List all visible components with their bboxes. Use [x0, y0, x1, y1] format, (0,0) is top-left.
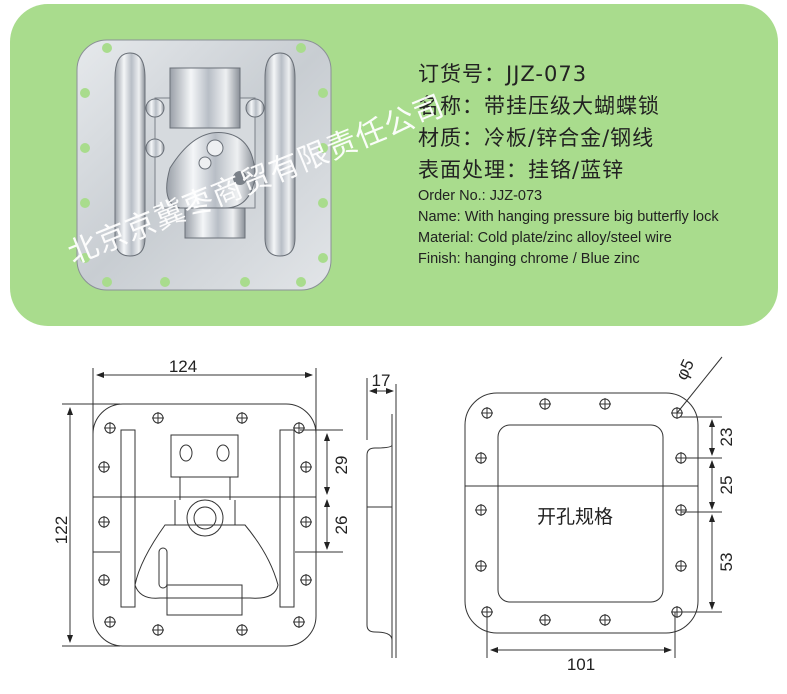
name-en: Name: With hanging pressure big butterfl…	[418, 209, 719, 225]
product-specs: 订货号：JJZ-073 名称：带挂压级大蝴蝶锁 材质：冷板/锌合金/钢线 表面处…	[418, 58, 719, 270]
material-cn: 材质：冷板/锌合金/钢线	[418, 126, 655, 150]
dim-width: 124	[169, 357, 197, 376]
dimension-lines-front	[62, 368, 343, 647]
dim-height: 122	[52, 516, 71, 544]
dim-53: 53	[717, 553, 736, 572]
cutout-label: 开孔规格	[537, 506, 613, 528]
front-view	[92, 403, 317, 647]
dim-23: 23	[717, 428, 736, 447]
dim-cutout-width: 101	[567, 655, 595, 674]
product-photo	[76, 39, 332, 291]
finish-en: Finish: hanging chrome / Blue zinc	[418, 251, 640, 267]
side-view	[366, 378, 397, 658]
finish-cn: 表面处理：挂铬/蓝锌	[418, 158, 625, 182]
dim-29: 29	[332, 456, 351, 475]
cutout-view	[464, 392, 699, 634]
dim-depth: 17	[372, 371, 391, 390]
dim-26: 26	[332, 516, 351, 535]
dimension-lines-cutout	[486, 356, 723, 658]
material-en: Material: Cold plate/zinc alloy/steel wi…	[418, 230, 672, 246]
dim-25: 25	[717, 476, 736, 495]
order-no-en: Order No.: JJZ-073	[418, 188, 543, 204]
order-no-cn: 订货号：JJZ-073	[418, 62, 588, 86]
dim-hole-diameter: φ5	[672, 356, 698, 383]
name-cn: 名称：带挂压级大蝴蝶锁	[418, 94, 660, 118]
